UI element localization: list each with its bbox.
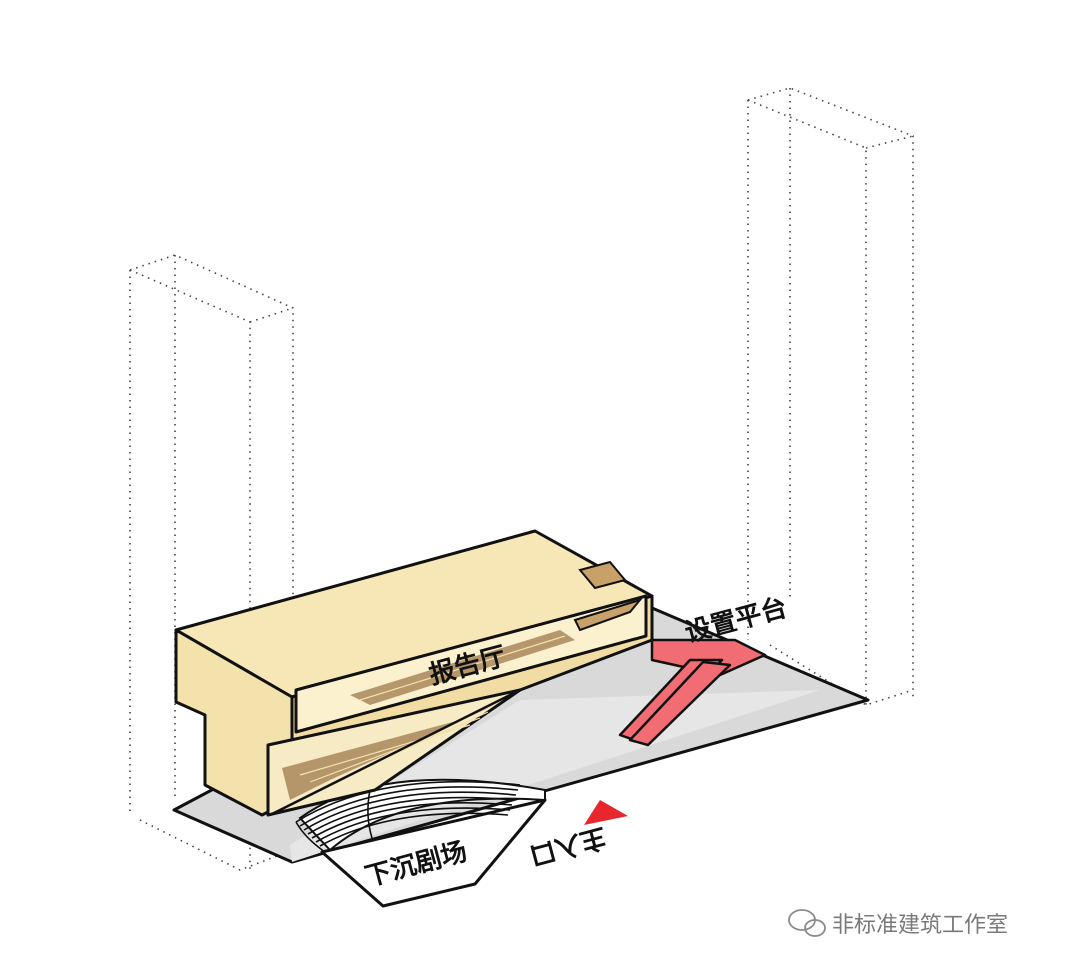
label-main-entrance: 主入口 <box>526 821 609 870</box>
interior-stair <box>573 560 643 632</box>
auditorium-seating <box>269 630 575 817</box>
wechat-icon <box>788 909 826 937</box>
context-tower-right <box>747 87 914 706</box>
watermark: 非标准建筑工作室 <box>788 909 1008 938</box>
triangle-icon <box>584 800 628 825</box>
context-tower-left <box>129 254 294 871</box>
watermark-text: 非标准建筑工作室 <box>832 913 1008 938</box>
sunken-theatre <box>295 778 547 908</box>
red-platform <box>618 638 767 747</box>
